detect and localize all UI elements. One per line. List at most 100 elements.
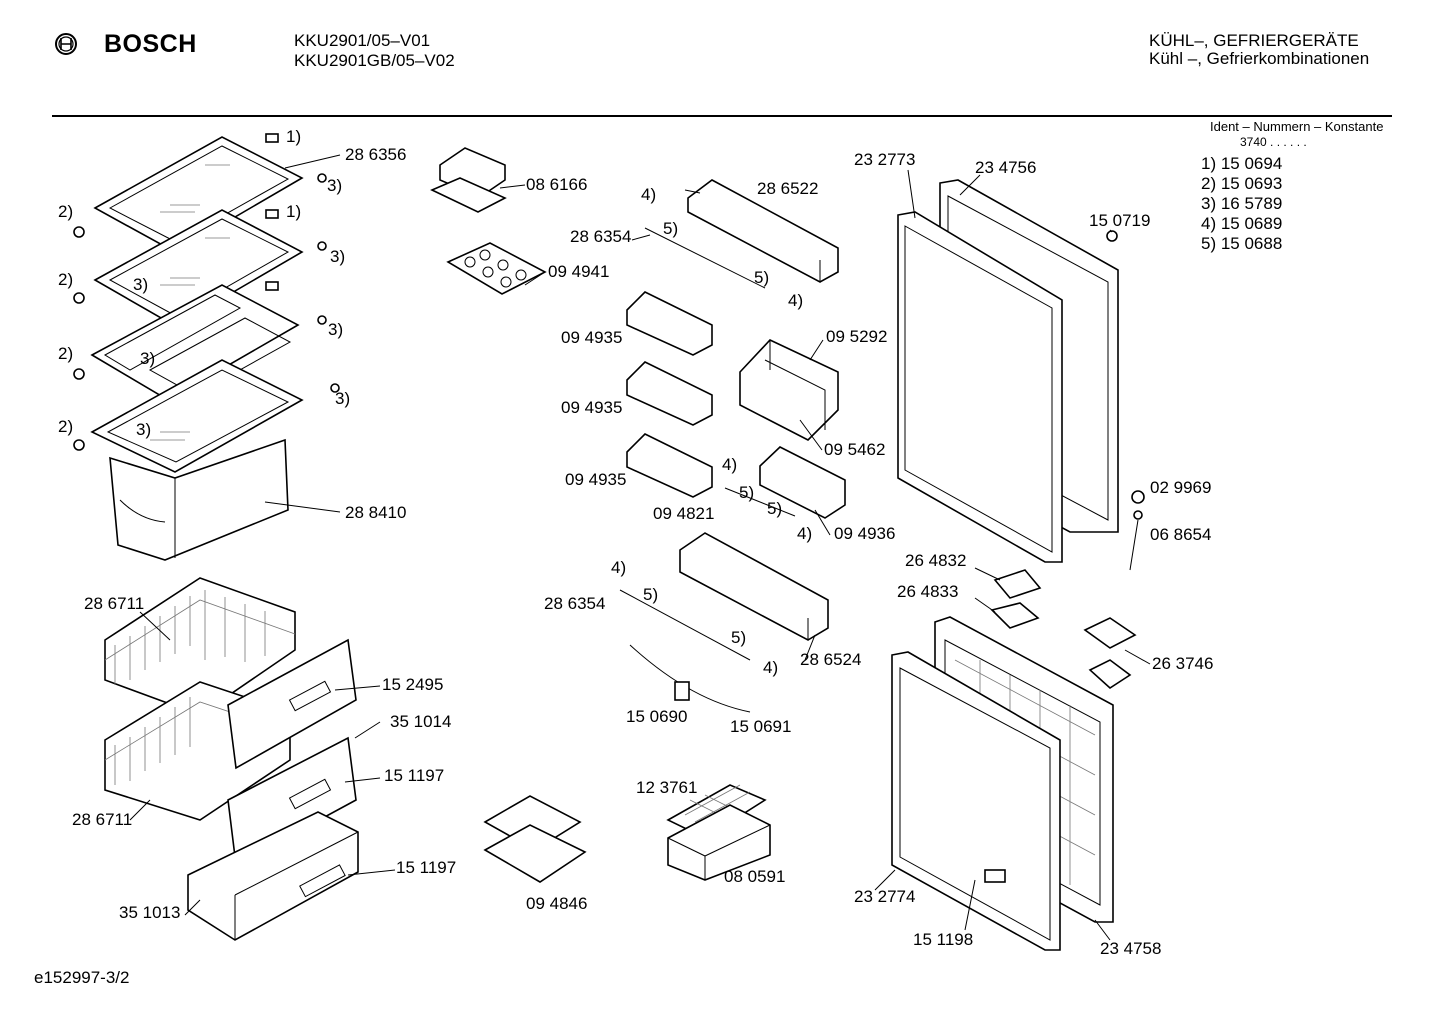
part-number-label: 09 4941 [548, 262, 609, 281]
drawer-front [227, 736, 357, 867]
legend-item: 5) 15 0688 [1201, 234, 1283, 253]
part-number-label: 23 4756 [975, 158, 1036, 177]
wire-basket [104, 577, 296, 716]
part-number-label: 15 1197 [396, 858, 456, 877]
part-number-label: 15 0690 [626, 707, 687, 726]
part-number-label: 26 4832 [905, 551, 966, 570]
callout-label: 5) [754, 268, 769, 287]
part-number-label: 23 2773 [854, 150, 915, 169]
part-number-label: 28 6711 [84, 594, 144, 613]
drawer-bin [187, 811, 359, 941]
small-door-bin [626, 291, 713, 356]
part-number-label: 06 8654 [1150, 525, 1211, 544]
cold-packs [483, 795, 587, 883]
small-door-bin [626, 433, 713, 498]
part-number-label: 09 5292 [826, 327, 887, 346]
legend-item: 2) 15 0693 [1201, 174, 1283, 193]
part-number-label: 26 3746 [1152, 654, 1213, 673]
callout-label: 5) [739, 483, 754, 502]
part-number-label: 09 4935 [565, 470, 626, 489]
part-number-label: 35 1014 [390, 712, 451, 731]
callout-label: 4) [797, 524, 812, 543]
callout-label: 3) [327, 176, 342, 195]
door-shelf [679, 532, 829, 641]
part-number-label: 28 6711 [72, 810, 132, 829]
part-number-label: 15 0691 [730, 717, 791, 736]
hinge-parts [990, 230, 1145, 690]
part-number-label: 23 4758 [1100, 939, 1161, 958]
part-number-label: 28 6356 [345, 145, 406, 164]
model-number-2: KKU2901GB/05–V02 [294, 51, 455, 70]
door-shelf [687, 179, 839, 283]
callout-label: 2) [58, 202, 73, 221]
brand-name: BOSCH [104, 30, 197, 58]
callout-label: 2) [58, 344, 73, 363]
callout-label: 3) [330, 247, 345, 266]
callout-label: 2) [58, 270, 73, 289]
crisper-bin [109, 438, 289, 561]
part-number-label: 09 4935 [561, 398, 622, 417]
ice-box [667, 804, 771, 881]
legend-item: 4) 15 0689 [1201, 214, 1283, 233]
small-door-bin [759, 446, 846, 519]
part-number-label: 35 1013 [119, 903, 180, 922]
callout-label: 5) [663, 219, 678, 238]
callout-label: 4) [611, 558, 626, 577]
header-divider [52, 115, 1392, 117]
callout-label: 4) [641, 185, 656, 204]
diagram-id: e152997-3/2 [34, 968, 130, 987]
drawer-front [227, 638, 357, 770]
callout-label: 4) [722, 455, 737, 474]
callout-label: 3) [136, 420, 151, 439]
callout-label: 2) [58, 417, 73, 436]
butter-dish [430, 147, 507, 213]
part-number-label: 15 0719 [1089, 211, 1150, 230]
part-number-label: 09 4821 [653, 504, 714, 523]
part-number-label: 09 5462 [824, 440, 885, 459]
part-number-label: 09 4936 [834, 524, 895, 543]
part-number-label: 12 3761 [636, 778, 697, 797]
small-door-bin [626, 361, 713, 426]
part-number-label: 09 4846 [526, 894, 587, 913]
freezer-door-gasket [891, 651, 1061, 951]
part-number-label: 15 1198 [913, 930, 973, 949]
dairy-compartment [739, 339, 839, 441]
callout-label: 5) [767, 499, 782, 518]
part-number-label: 08 6166 [526, 175, 587, 194]
part-number-label: 02 9969 [1150, 478, 1211, 497]
callout-label: 3) [140, 349, 155, 368]
part-number-label: 15 1197 [384, 766, 444, 785]
fridge-door-gasket [897, 211, 1063, 563]
shelf-rods [619, 227, 796, 713]
part-number-label: 15 2495 [382, 675, 443, 694]
part-number-label: 26 4833 [897, 582, 958, 601]
callout-label: 1) [286, 127, 301, 146]
legend-item: 3) 16 5789 [1201, 194, 1283, 213]
legend-item: 1) 15 0694 [1201, 154, 1283, 173]
part-number-label: 09 4935 [561, 328, 622, 347]
model-number-1: KKU2901/05–V01 [294, 31, 431, 50]
part-number-label: 28 6522 [757, 179, 818, 198]
legend-title: Ident – Nummern – Konstante [1210, 119, 1384, 134]
part-number-label: 23 2774 [854, 887, 915, 906]
part-number-label: 28 6354 [544, 594, 605, 613]
callout-label: 5) [731, 628, 746, 647]
part-number-label: 28 6524 [800, 650, 861, 669]
category-upper: KÜHL–, GEFRIERGERÄTE [1149, 31, 1359, 50]
callout-label: 3) [335, 389, 350, 408]
category: Kühl –, Gefrierkombinationen [1149, 49, 1370, 68]
egg-tray [446, 242, 547, 295]
part-labels: 1) 28 6356 3) 2) 1) 3) 2) 3) 3) 2) 3) 3)… [58, 127, 1213, 958]
part-number-label: 28 6354 [570, 227, 631, 246]
shelf-clips [73, 133, 340, 451]
callout-label: 4) [788, 291, 803, 310]
callout-label: 5) [643, 585, 658, 604]
part-number-label: 28 8410 [345, 503, 406, 522]
glass-shelf [90, 359, 304, 473]
callout-label: 1) [286, 202, 301, 221]
callout-label: 4) [763, 658, 778, 677]
legend-constant: 3740 . . . . . . [1240, 135, 1307, 149]
callout-label: 3) [328, 320, 343, 339]
glass-shelf [93, 136, 304, 253]
